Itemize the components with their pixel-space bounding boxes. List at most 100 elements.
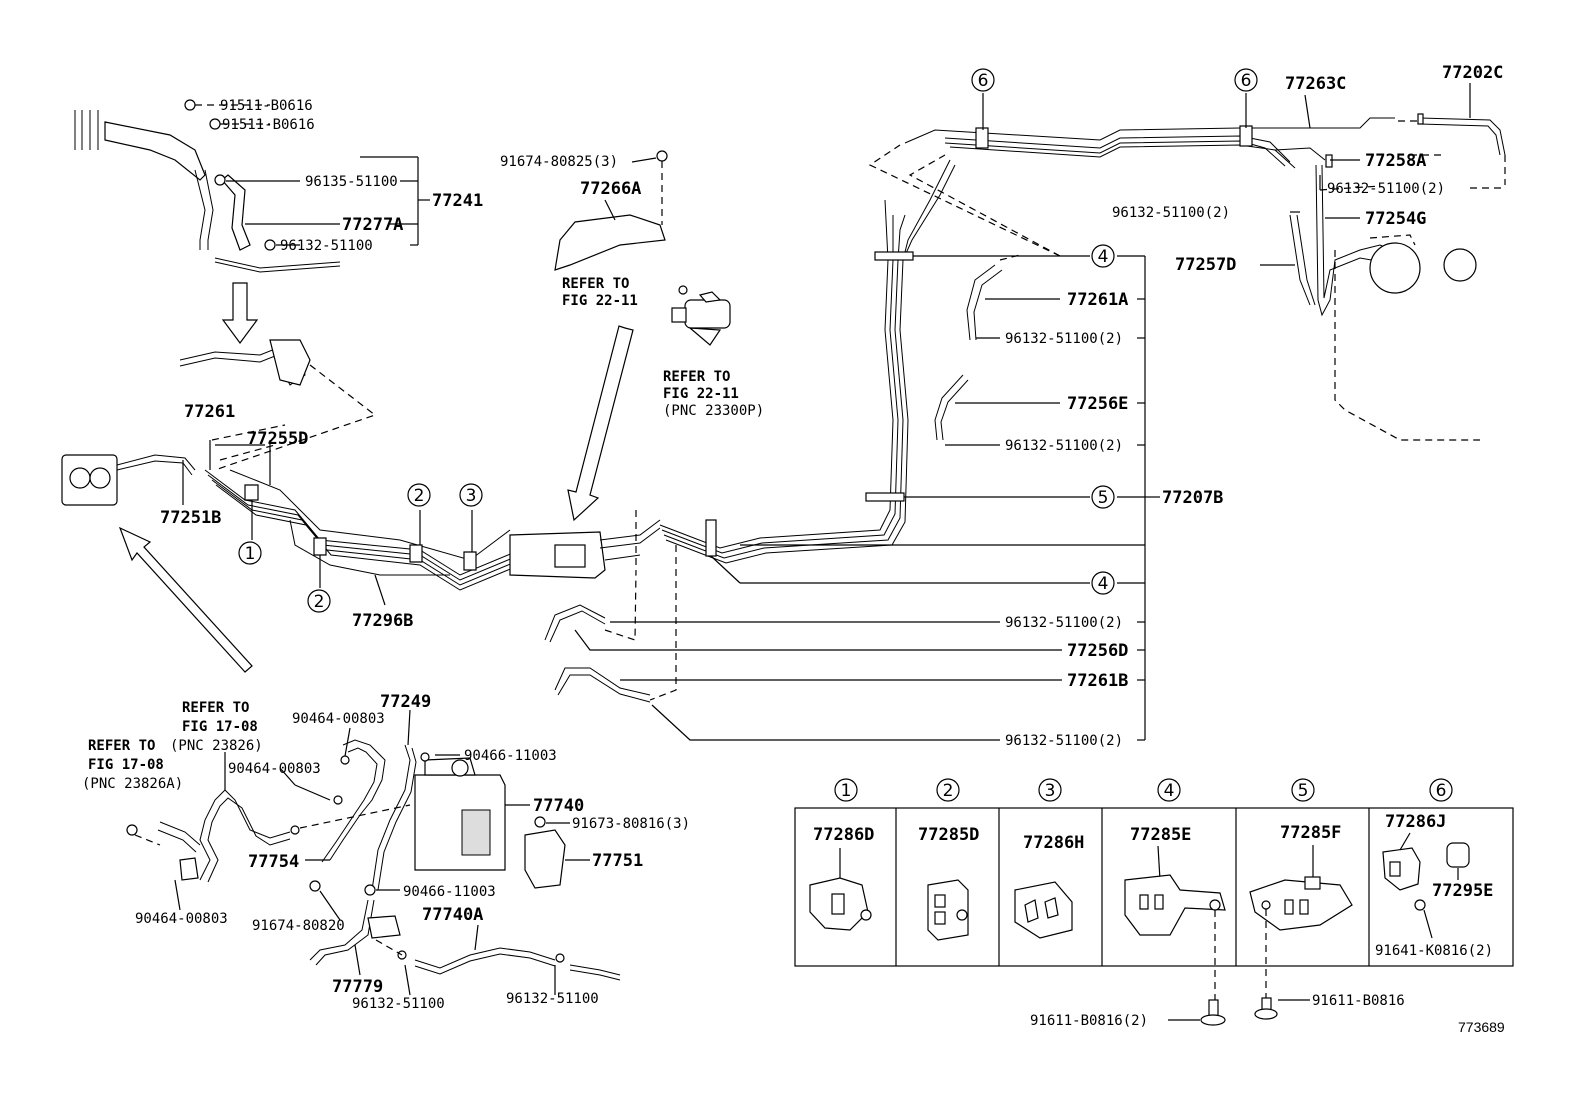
callout-77261b: 77261B	[1067, 671, 1128, 691]
callout-96132-51100-r2: 96132-51100(2)	[1112, 205, 1230, 221]
clamp-part-6: 77286J	[1385, 812, 1446, 832]
callout-96132-51100-r1: 96132-51100(2)	[1327, 181, 1445, 197]
refer-fig-17-08-a-line2: FIG 17-08	[182, 719, 258, 735]
svg-text:5: 5	[1298, 781, 1309, 801]
clamp-header-5: 5	[1291, 778, 1315, 802]
canister-77740	[414, 752, 506, 871]
pipe-77779	[309, 880, 401, 966]
refer-fig-22-11-a-line2: FIG 22-11	[562, 293, 638, 309]
callout-96132-51100-m4: 96132-51100(2)	[1005, 733, 1123, 749]
callout-96135-51100: 96135-51100	[305, 174, 398, 190]
callout-90464-00803-b: 90464-00803	[228, 761, 321, 777]
hose-77256d	[544, 604, 606, 643]
clamp-header-3: 3	[1038, 778, 1062, 802]
callout-77266a: 77266A	[580, 179, 641, 199]
callout-77258a: 77258A	[1365, 151, 1426, 171]
callout-77740a: 77740A	[422, 905, 483, 925]
svg-text:6: 6	[1241, 71, 1252, 91]
clamp-header-1: 1	[834, 778, 858, 802]
callout-77249: 77249	[380, 692, 431, 712]
callout-77241: 77241	[432, 191, 483, 211]
clamp-part-4: 77285E	[1130, 825, 1191, 845]
refer-fig-17-08-a-line3: (PNC 23826)	[170, 738, 263, 754]
long-down-arrow-icon	[567, 325, 634, 522]
callout-96132-51100-m3: 96132-51100(2)	[1005, 615, 1123, 631]
refer-fig-17-08-a-line1: REFER TO	[182, 700, 249, 716]
diagonal-arrow-icon	[118, 526, 253, 673]
callout-91673-80816: 91673-80816(3)	[572, 816, 690, 832]
callout-77261a: 77261A	[1067, 290, 1128, 310]
bolt-91611-b0816	[1254, 997, 1278, 1020]
svg-text:2: 2	[314, 592, 325, 612]
clamp-table	[794, 807, 1514, 967]
clamp-part-1: 77286D	[813, 825, 874, 845]
callout-77754: 77754	[248, 852, 299, 872]
refer-fig-17-08-b-line1: REFER TO	[88, 738, 155, 754]
callout-91611-b0816-2: 91611-B0816(2)	[1030, 1013, 1148, 1029]
hose-77261a	[966, 264, 1003, 341]
callout-96132-51100-b2: 96132-51100	[506, 991, 599, 1007]
marker-4-top: 4	[1091, 244, 1115, 268]
callout-90466-11003-b: 90466-11003	[403, 884, 496, 900]
svg-text:5: 5	[1098, 488, 1109, 508]
marker-6a: 6	[971, 68, 995, 92]
svg-text:4: 4	[1098, 574, 1109, 594]
refer-fig-22-11-a-line1: REFER TO	[562, 276, 629, 292]
clamp-sleeve-77295e: 77295E	[1432, 881, 1493, 901]
clamp-part-2: 77285D	[918, 825, 979, 845]
callout-91511-b0616-a: 91511-B0616	[220, 98, 313, 114]
callout-77751: 77751	[592, 851, 643, 871]
clamp-drawing-1	[809, 848, 872, 931]
callout-96132-51100-top: 96132-51100	[280, 238, 373, 254]
callout-90464-00803-a: 90464-00803	[292, 711, 385, 727]
callout-96132-51100-b1: 96132-51100	[352, 996, 445, 1012]
marker-3: 3	[459, 483, 483, 507]
callout-90466-11003-a: 90466-11003	[464, 748, 557, 764]
marker-4-bottom: 4	[1091, 571, 1115, 595]
callout-96132-51100-m1: 96132-51100(2)	[1005, 331, 1123, 347]
callout-77296b: 77296B	[352, 611, 413, 631]
marker-2a: 2	[407, 483, 431, 507]
callout-77779: 77779	[332, 977, 383, 997]
callout-91611-b0816: 91611-B0816	[1312, 993, 1405, 1009]
hose-77256e	[934, 374, 969, 441]
callout-91511-b0616-b: 91511-B0616	[222, 117, 315, 133]
clamp-drawing-6	[1382, 832, 1470, 939]
svg-text:4: 4	[1164, 781, 1175, 801]
marker-5: 5	[1091, 485, 1115, 509]
svg-text:4: 4	[1098, 247, 1109, 267]
clamp-drawing-5	[1249, 845, 1353, 931]
refer-fig-22-11-b-line2: FIG 22-11	[663, 386, 739, 402]
hose-77249	[290, 739, 417, 891]
marker-2b: 2	[307, 589, 331, 613]
hose-77754	[126, 789, 291, 883]
clamp-header-2: 2	[936, 778, 960, 802]
down-arrow-icon	[221, 282, 259, 345]
svg-text:1: 1	[245, 544, 256, 564]
callout-77254g: 77254G	[1365, 209, 1426, 229]
bolt-91611-b0816-2	[1200, 999, 1226, 1026]
callout-77257d: 77257D	[1175, 255, 1236, 275]
callout-77256d: 77256D	[1067, 641, 1128, 661]
marker-1: 1	[238, 541, 262, 565]
callout-77202c: 77202C	[1442, 63, 1503, 83]
svg-text:1: 1	[841, 781, 852, 801]
canister-77251b	[61, 454, 196, 506]
callout-96132-51100-m2: 96132-51100(2)	[1005, 438, 1123, 454]
harness-small-view	[179, 339, 311, 386]
callout-77277a: 77277A	[342, 215, 403, 235]
callout-77263c: 77263C	[1285, 74, 1346, 94]
clamp-header-4: 4	[1157, 778, 1181, 802]
clamp-bolt-91641-k0816: 91641-K0816(2)	[1375, 943, 1493, 959]
refer-fig-22-11-b-line1: REFER TO	[663, 369, 730, 385]
callout-77261: 77261	[184, 402, 235, 422]
clamp-part-3: 77286H	[1023, 833, 1084, 853]
refer-fig-17-08-b-line2: FIG 17-08	[88, 757, 164, 773]
svg-text:2: 2	[414, 486, 425, 506]
svg-text:3: 3	[1045, 781, 1056, 801]
svg-text:3: 3	[466, 486, 477, 506]
clamp-drawing-3	[1014, 881, 1073, 939]
svg-text:2: 2	[943, 781, 954, 801]
callout-91674-80820: 91674-80820	[252, 918, 345, 934]
